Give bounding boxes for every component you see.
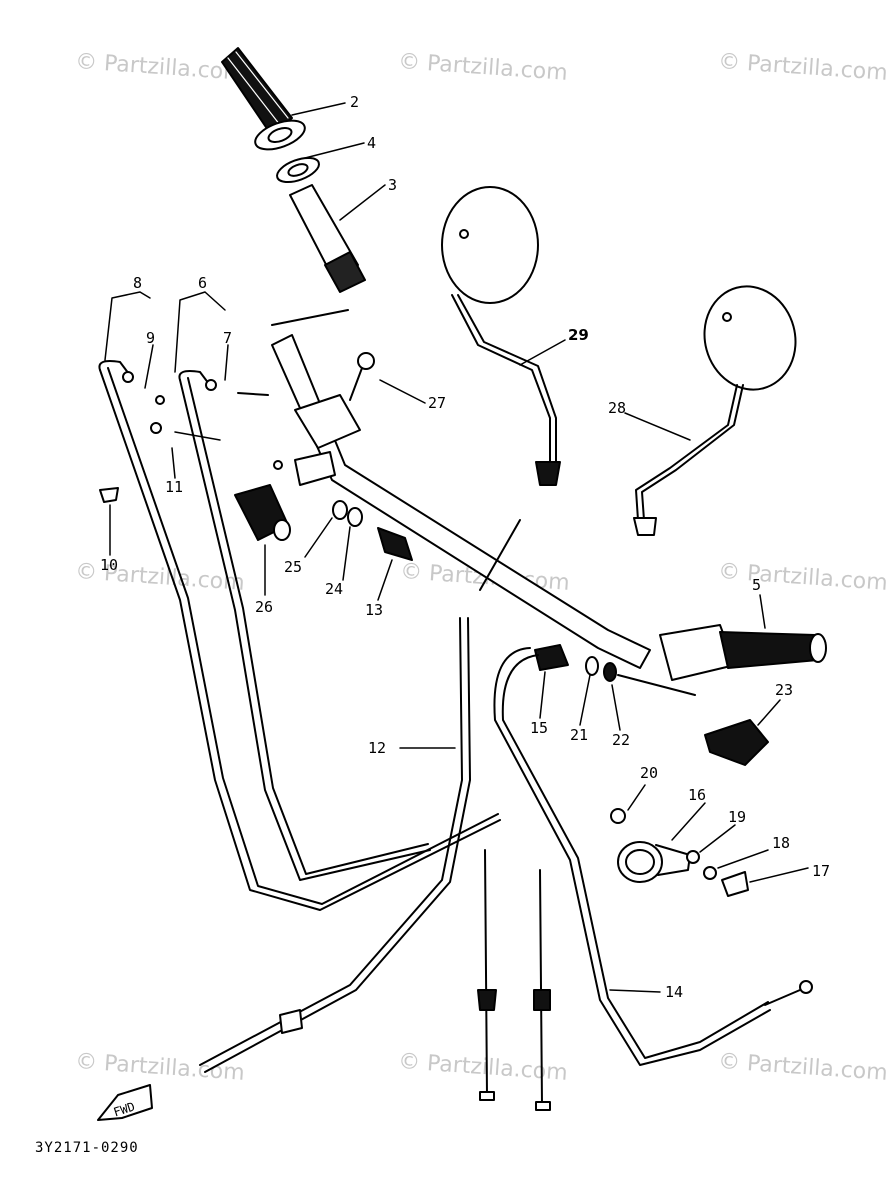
- callout-2: 2: [350, 93, 359, 111]
- fwd-arrow: [97, 1084, 153, 1121]
- throttle-grip-assembly: [221, 47, 366, 293]
- callout-25: 25: [284, 558, 302, 576]
- callout-4: 4: [367, 134, 376, 152]
- callout-16: 16: [688, 786, 706, 804]
- cable-14: [493, 647, 813, 1066]
- fwd-label: FWD: [112, 1099, 137, 1119]
- callout-21: 21: [570, 726, 588, 744]
- callout-24: 24: [325, 580, 343, 598]
- switch-26: [234, 484, 291, 541]
- callout-labels: 2 4 3 29 28 27 8 9 6 7 11 10 26 25 24 13…: [100, 93, 830, 1119]
- callout-26: 26: [255, 598, 273, 616]
- callout-15: 15: [530, 719, 548, 737]
- callout-20: 20: [640, 764, 658, 782]
- cable-ends: [477, 849, 551, 1111]
- mirror-29: [441, 186, 561, 486]
- callout-6: 6: [198, 274, 207, 292]
- callout-8: 8: [133, 274, 142, 292]
- callout-14: 14: [665, 983, 683, 1001]
- cable-12: [199, 617, 471, 1073]
- callout-9: 9: [146, 329, 155, 347]
- callout-22: 22: [612, 731, 630, 749]
- cable-clamp-15-21-22: [534, 644, 696, 696]
- mirror-28: [633, 285, 797, 536]
- callout-12: 12: [368, 739, 386, 757]
- callout-3: 3: [388, 176, 397, 194]
- callout-7: 7: [223, 329, 232, 347]
- switch-23: [704, 719, 769, 766]
- left-switch-parts: [273, 352, 375, 486]
- callout-18: 18: [772, 834, 790, 852]
- throttle-cables: [98, 360, 501, 911]
- cable-adjuster-25-24-13: [332, 500, 413, 561]
- handlebar: [271, 309, 651, 669]
- callout-11: 11: [165, 478, 183, 496]
- leader-lines: [104, 102, 809, 993]
- clamp-16: [610, 808, 749, 897]
- right-grip-5: [659, 624, 827, 681]
- callout-23: 23: [775, 681, 793, 699]
- diagram-code: 3Y2171-0290: [35, 1140, 139, 1156]
- callout-13: 13: [365, 601, 383, 619]
- callout-29: 29: [568, 326, 589, 344]
- callout-19: 19: [728, 808, 746, 826]
- callout-5: 5: [752, 576, 761, 594]
- callout-28: 28: [608, 399, 626, 417]
- callout-10: 10: [100, 556, 118, 574]
- callout-17: 17: [812, 862, 830, 880]
- callout-27: 27: [428, 394, 446, 412]
